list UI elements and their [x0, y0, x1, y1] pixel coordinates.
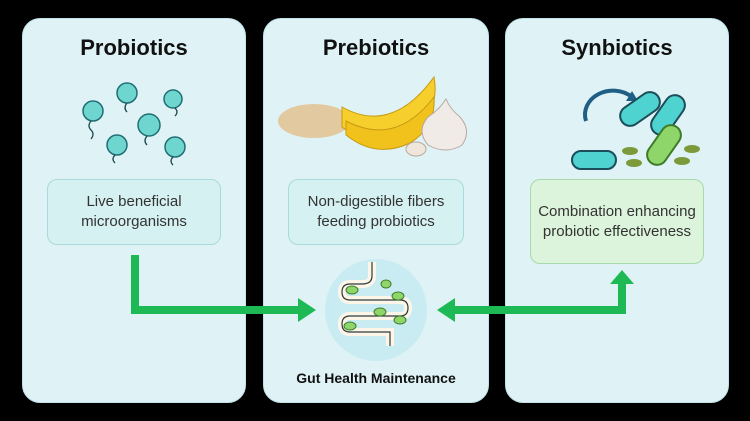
panel-title: Synbiotics — [561, 35, 673, 60]
panel-title: Prebiotics — [322, 35, 430, 60]
synbiotics-panel: Synbiotics Combination enhancing probiot… — [505, 18, 729, 403]
panel-title: Probiotics — [80, 35, 188, 60]
probiotics-panel: Probiotics Live beneficial microorganism… — [22, 18, 246, 403]
smiling-bacteria-icon — [82, 82, 186, 166]
probiotics-description: Live beneficial microorganisms — [47, 179, 221, 245]
prebiotics-description: Non-digestible fibers feeding probiotics — [288, 179, 464, 245]
synbiotics-description: Combination enhancing probiotic effectiv… — [530, 179, 704, 264]
oats-banana-garlic-icon — [278, 75, 467, 157]
bacteria-cycle-icon — [571, 88, 700, 170]
gut-health-label: Gut Health Maintenance — [296, 370, 456, 386]
prebiotics-panel: Prebiotics Non-digestible fibers feeding… — [263, 18, 489, 403]
